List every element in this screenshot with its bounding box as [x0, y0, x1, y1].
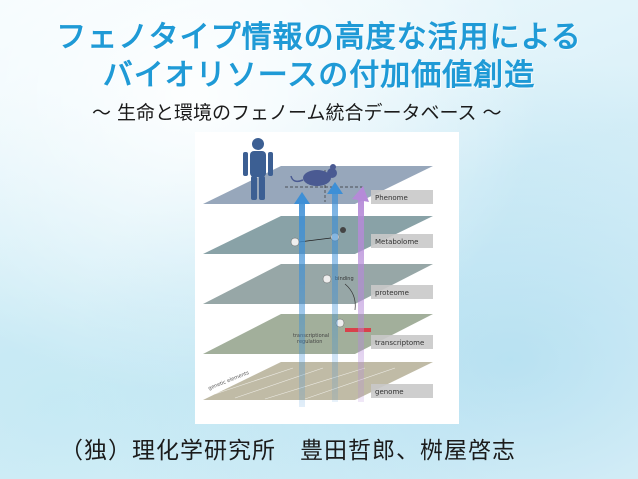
metabolome-layer-plane [203, 216, 433, 254]
metabolite-molecule-3 [340, 227, 346, 233]
binding-arrow [344, 283, 356, 311]
title-line-2: バイオリソースの付加価値創造 [102, 58, 536, 93]
transcriptome-layer-plane [203, 314, 433, 354]
layer-label-phenome: Phenome [375, 194, 408, 202]
layer-label-box-4 [371, 384, 433, 398]
subtitle: ～ 生命と環境のフェノーム統合データベース ～ [92, 102, 502, 124]
proteome-layer-plane [203, 264, 433, 304]
layer-label-proteome: proteome [375, 289, 409, 297]
human-figure [243, 138, 273, 200]
author-line: （独）理化学研究所 豊田哲郎、桝屋啓志 [60, 438, 516, 464]
regulation-label: regulation [297, 339, 322, 345]
binding-label: binding [335, 276, 354, 282]
layer-label-box-3 [371, 335, 433, 349]
layer-label-box-2 [371, 285, 433, 299]
vertical-arrow-purple [358, 197, 364, 402]
mouse-figure [290, 164, 337, 186]
layer-label-genome: genome [375, 388, 404, 396]
omics-layer-figure: genetic elements transcriptional regulat… [195, 132, 459, 424]
vertical-arrow-blue-1 [299, 202, 305, 407]
vertical-arrow-blue-2 [332, 192, 338, 402]
protein-molecule [322, 274, 332, 284]
layer-label-box-1 [371, 234, 433, 248]
transcriptional-label: transcriptional [293, 333, 329, 339]
genome-layer-plane [203, 362, 433, 400]
layer-label-transcriptome: transcriptome [375, 339, 424, 347]
layer-label-metabolome: Metabolome [375, 238, 418, 246]
layer-label-box-0 [371, 190, 433, 204]
title-line-1: フェノタイプ情報の高度な活用による [56, 20, 582, 55]
metabolite-molecule-1 [290, 237, 300, 247]
